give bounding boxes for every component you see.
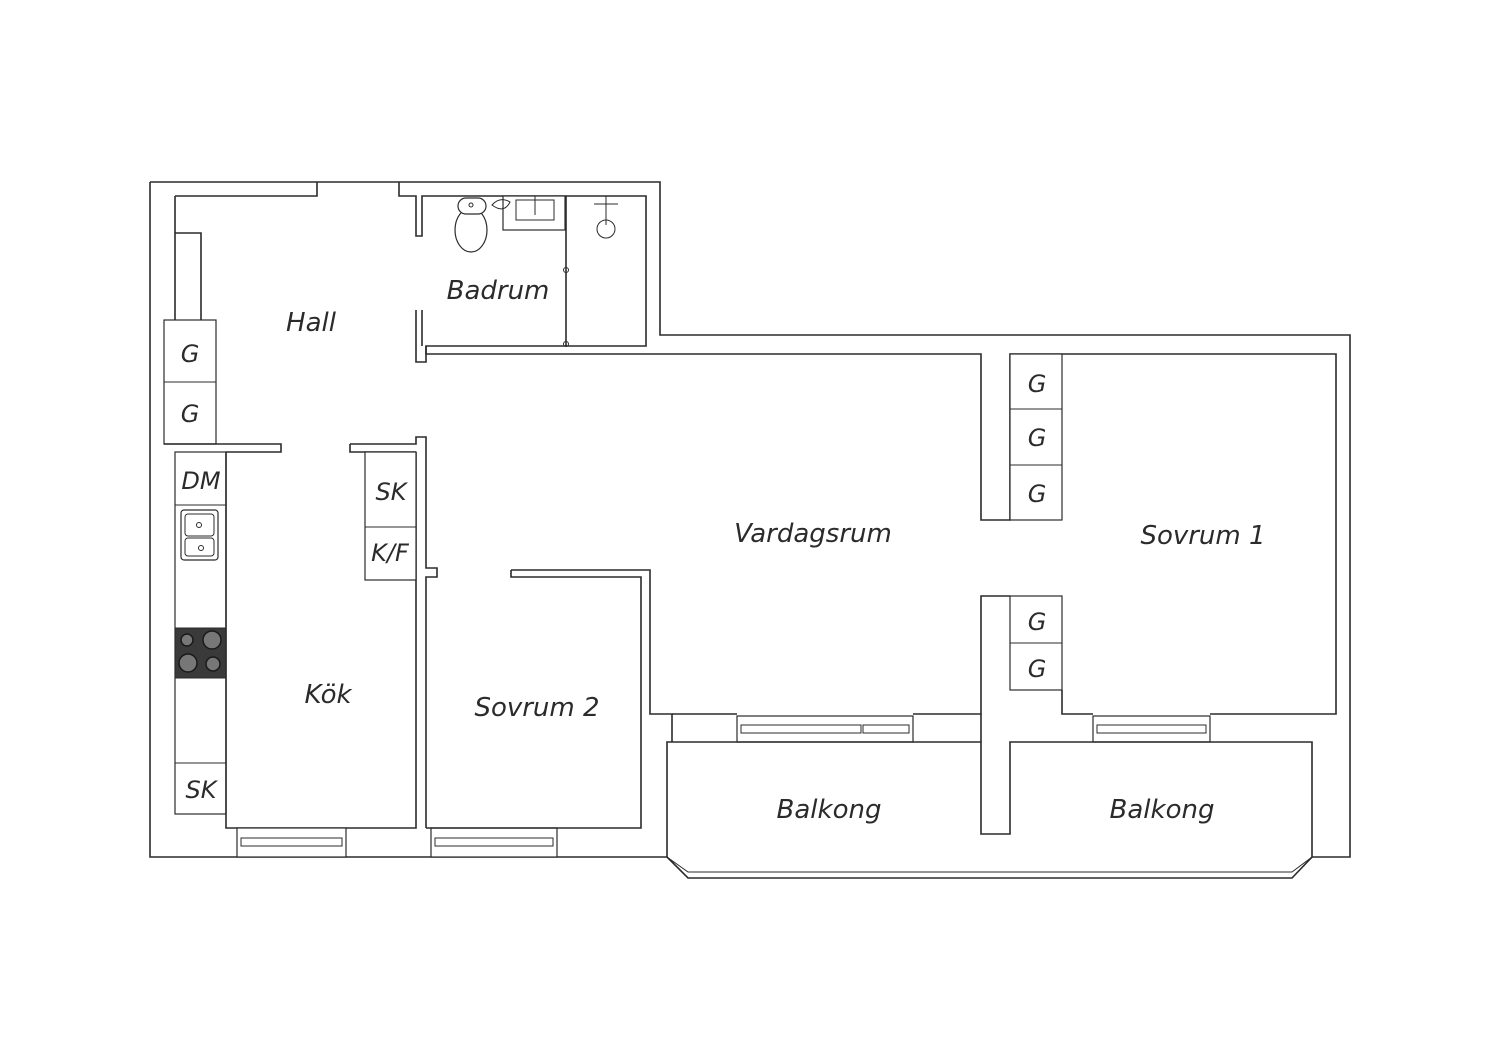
room-label-balkong: Balkong bbox=[1110, 795, 1215, 825]
sovrum-1-wardrobes: G G G G G bbox=[913, 353, 1093, 742]
wardrobe-label: G bbox=[1028, 608, 1047, 636]
hall-wardrobe-label: G bbox=[181, 340, 200, 368]
wardrobe-label: G bbox=[1028, 655, 1047, 683]
room-label-sovrum-1: Sovrum 1 bbox=[1140, 521, 1265, 551]
kitchen-cabinet-label: SK bbox=[186, 776, 219, 804]
room-label-badrum: Badrum bbox=[447, 276, 550, 306]
fridge-freezer-label: K/F bbox=[371, 539, 410, 567]
balcony bbox=[666, 741, 1313, 879]
hall-wardrobes: G G bbox=[163, 319, 438, 828]
room-label-vardagsrum: Vardagsrum bbox=[734, 519, 892, 549]
sink-icon bbox=[491, 195, 566, 231]
window bbox=[236, 827, 558, 858]
room-label-hall: Hall bbox=[286, 308, 337, 338]
room-label-kok: Kök bbox=[304, 680, 352, 710]
dishwasher-label: DM bbox=[181, 467, 220, 495]
room-label-sovrum-2: Sovrum 2 bbox=[474, 693, 599, 723]
kitchen-cabinet-label: SK bbox=[376, 478, 409, 506]
stove-icon bbox=[174, 627, 227, 679]
room-labels: Hall Badrum Vardagsrum Sovrum 1 Sovrum 2… bbox=[286, 276, 1266, 825]
kitchen: DM SK SK K/F bbox=[174, 451, 417, 829]
room-label-balkong: Balkong bbox=[777, 795, 882, 825]
wardrobe-label: G bbox=[1028, 370, 1047, 398]
shower-icon bbox=[594, 196, 618, 239]
window bbox=[672, 713, 1211, 743]
sink-icon bbox=[180, 509, 219, 561]
hall-wardrobe-label: G bbox=[181, 400, 200, 428]
toilet-icon bbox=[454, 197, 488, 253]
wardrobe-label: G bbox=[1028, 424, 1047, 452]
sovrum-2-walls bbox=[426, 569, 673, 829]
bathroom bbox=[454, 195, 618, 347]
wardrobe-label: G bbox=[1028, 480, 1047, 508]
